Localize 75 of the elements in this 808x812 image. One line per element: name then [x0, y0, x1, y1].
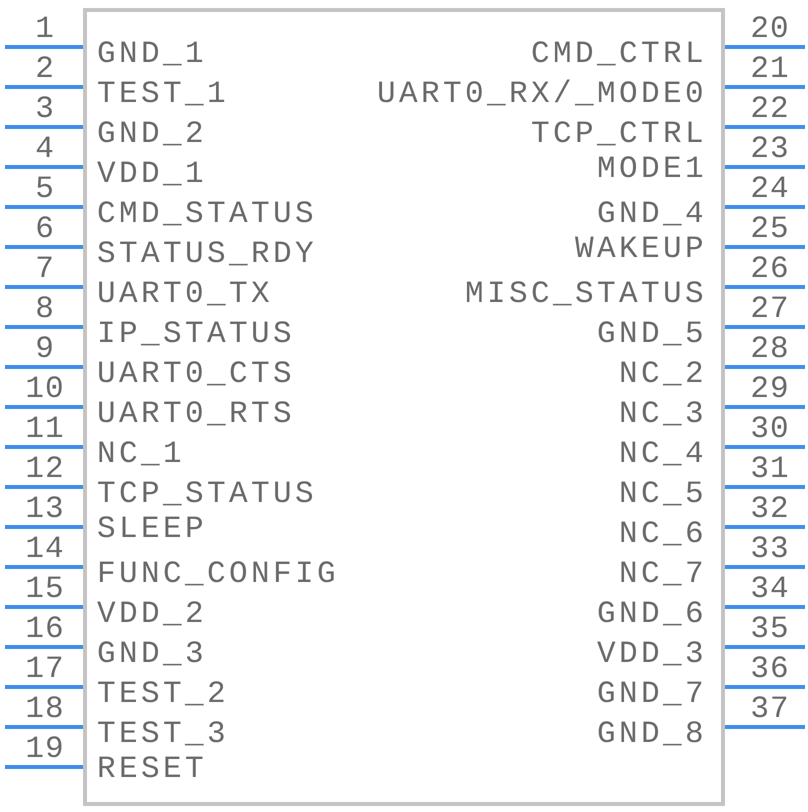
pin-name: VDD_1 [97, 158, 208, 192]
pin-number: 29 [749, 373, 791, 407]
pin-number: 7 [34, 253, 56, 287]
pin-name: WAKEUP [574, 233, 707, 267]
pin-number: 10 [24, 373, 66, 407]
pin-number: 1 [34, 13, 56, 47]
pin-number: 25 [749, 213, 791, 247]
pin-number: 33 [749, 533, 791, 567]
pin-name: CMD_STATUS [97, 198, 318, 232]
pin-name: UART0_RTS [97, 398, 296, 432]
pin-name: UART0_CTS [97, 358, 296, 392]
pin-number: 11 [24, 413, 66, 447]
pin-name: GND_4 [596, 198, 707, 232]
pin-name: FUNC_CONFIG [97, 558, 340, 592]
pin-name: VDD_3 [596, 638, 707, 672]
pin-number: 9 [34, 333, 56, 367]
pin-number: 17 [24, 653, 66, 687]
pin-name: UART0_TX [97, 278, 274, 312]
pin-number: 36 [749, 653, 791, 687]
pin-number: 12 [24, 453, 66, 487]
pin-name: GND_7 [596, 678, 707, 712]
pin-number: 13 [24, 493, 66, 527]
pin-number: 5 [34, 173, 56, 207]
pin-number: 24 [749, 173, 791, 207]
pin-number: 35 [749, 613, 791, 647]
pin-name: NC_1 [97, 438, 186, 472]
pin-name: GND_5 [596, 318, 707, 352]
pin-number: 21 [749, 53, 791, 87]
pin-number: 8 [34, 293, 56, 327]
pin-name: NC_6 [618, 518, 707, 552]
pin-name: NC_7 [618, 558, 707, 592]
pin-name: GND_3 [97, 638, 208, 672]
pin-name: GND_2 [97, 118, 208, 152]
pin-name: IP_STATUS [97, 318, 296, 352]
pin-number: 31 [749, 453, 791, 487]
pin-number: 2 [34, 53, 56, 87]
pin-name: GND_6 [596, 598, 707, 632]
pin-name: MODE1 [596, 153, 707, 187]
pin-name: CMD_CTRL [530, 38, 707, 72]
pin-number: 19 [24, 733, 66, 767]
pin-name: MISC_STATUS [464, 278, 707, 312]
pin-name: STATUS_RDY [97, 238, 318, 272]
pin-name: NC_2 [618, 358, 707, 392]
pin-name: RESET [97, 753, 208, 787]
pin-number: 15 [24, 573, 66, 607]
pin-number: 6 [34, 213, 56, 247]
pin-number: 4 [34, 133, 56, 167]
ic-body [83, 8, 725, 806]
pin-number: 37 [749, 693, 791, 727]
pin-name: UART0_RX/_MODE0 [376, 78, 707, 112]
pin-number: 26 [749, 253, 791, 287]
pin-number: 27 [749, 293, 791, 327]
pin-name: NC_3 [618, 398, 707, 432]
pin-number: 20 [749, 13, 791, 47]
pin-number: 30 [749, 413, 791, 447]
pin-name: GND_1 [97, 38, 208, 72]
pin-name: TEST_3 [97, 718, 230, 752]
pin-name: SLEEP [97, 513, 208, 547]
pin-name: TEST_2 [97, 678, 230, 712]
pin-name: TCP_CTRL [530, 118, 707, 152]
pin-name: TEST_1 [97, 78, 230, 112]
pin-name: TCP_STATUS [97, 478, 318, 512]
pin-number: 14 [24, 533, 66, 567]
pin-number: 23 [749, 133, 791, 167]
pin-number: 28 [749, 333, 791, 367]
pin-name: NC_4 [618, 438, 707, 472]
pin-name: GND_8 [596, 718, 707, 752]
pin-number: 16 [24, 613, 66, 647]
pin-name: NC_5 [618, 478, 707, 512]
pin-name: VDD_2 [97, 598, 208, 632]
pin-number: 22 [749, 93, 791, 127]
pin-number: 34 [749, 573, 791, 607]
pin-number: 3 [34, 93, 56, 127]
pin-number: 32 [749, 493, 791, 527]
pin-number: 18 [24, 693, 66, 727]
